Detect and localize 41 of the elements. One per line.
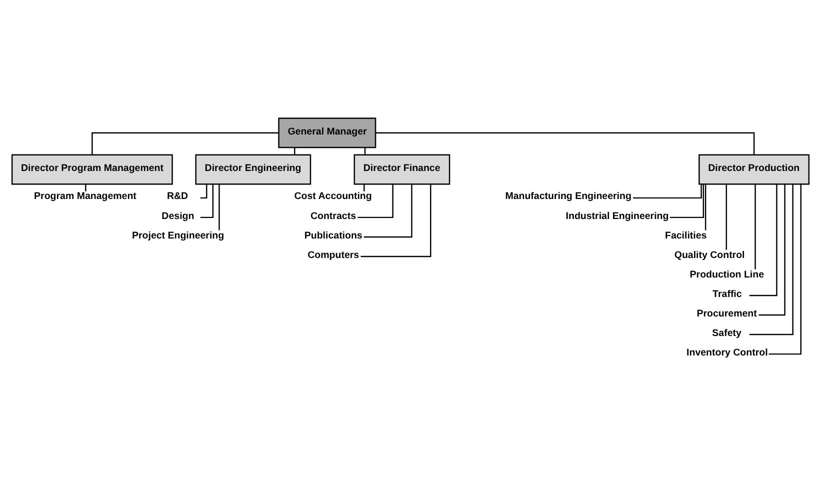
node-text: Production Line [690,269,764,280]
connector [360,184,432,258]
connector [754,184,756,270]
node-box: Director Production [698,154,810,185]
node-text: Program Management [34,191,136,202]
connector [726,184,727,250]
node-box: General Manager [278,118,376,148]
connector [364,184,412,238]
connector [358,184,394,218]
node-text: Publications [304,230,362,242]
connector [633,184,702,199]
connector [218,184,220,230]
node-text: Safety [712,328,742,339]
node-text: Facilities [665,230,707,242]
connector [704,184,706,230]
node-text: R&D [166,191,188,202]
connector [768,184,802,355]
node-text: Design [162,210,194,222]
connector [758,184,786,316]
node-text: Traffic [712,288,742,300]
node-box: Director Engineering [195,154,312,185]
connector [200,184,208,199]
node-text: Project Engineering [132,230,224,242]
connector [670,184,704,218]
node-box: Director Program Management [11,154,173,185]
node-text: Manufacturing Engineering [505,191,632,202]
node-text: Computers [308,250,360,261]
connector [749,184,778,296]
connector [364,184,365,192]
node-text: Procurement [696,308,757,320]
connector [376,132,755,155]
connector [85,184,86,192]
connector [92,132,279,155]
node-box: Director Finance [354,154,450,185]
connector [200,184,214,218]
node-text: Quality Control [674,250,745,261]
node-text: Cost Accounting [294,191,372,202]
node-text: Contracts [310,210,356,222]
node-text: Industrial Engineering [566,210,669,222]
node-text: Inventory Control [686,347,768,358]
connector [749,184,794,336]
